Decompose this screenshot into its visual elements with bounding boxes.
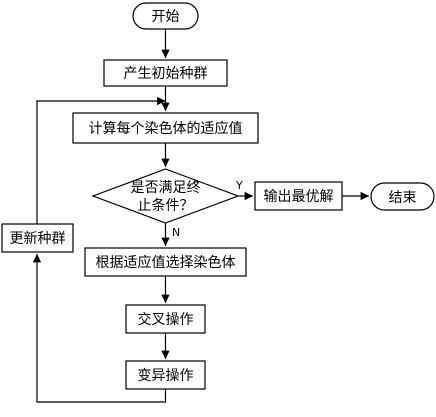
end-node: 结束	[370, 182, 435, 211]
decision-node: 是否满足终 止条件？	[91, 168, 240, 224]
edge-update-compute	[36, 96, 166, 224]
start-label: 开始	[152, 9, 180, 25]
compute-fitness-label: 计算每个染色体的适应值	[89, 120, 243, 137]
init-population-node: 产生初始种群	[103, 59, 228, 87]
end-label: 结束	[389, 190, 417, 206]
output-best-node: 输出最优解	[254, 181, 343, 211]
crossover-label: 交叉操作	[138, 311, 194, 328]
no-label: N	[172, 226, 180, 239]
update-population-label: 更新种群	[10, 231, 66, 247]
init-population-label: 产生初始种群	[124, 65, 208, 82]
decision-label-line1: 是否满足终	[131, 180, 201, 196]
yes-label: Y	[235, 179, 243, 192]
update-population-node: 更新种群	[1, 223, 74, 253]
select-label: 根据适应值选择染色体	[96, 254, 236, 271]
mutation-node: 变异操作	[125, 360, 206, 390]
compute-fitness-node: 计算每个染色体的适应值	[72, 112, 259, 144]
output-best-label: 输出最优解	[264, 189, 334, 205]
select-node: 根据适应值选择染色体	[84, 247, 247, 277]
crossover-node: 交叉操作	[125, 304, 206, 334]
start-node: 开始	[132, 2, 199, 30]
edge-mutation-update	[32, 253, 167, 403]
mutation-label: 变异操作	[138, 368, 194, 384]
decision-label-line2: 止条件？	[138, 197, 194, 214]
